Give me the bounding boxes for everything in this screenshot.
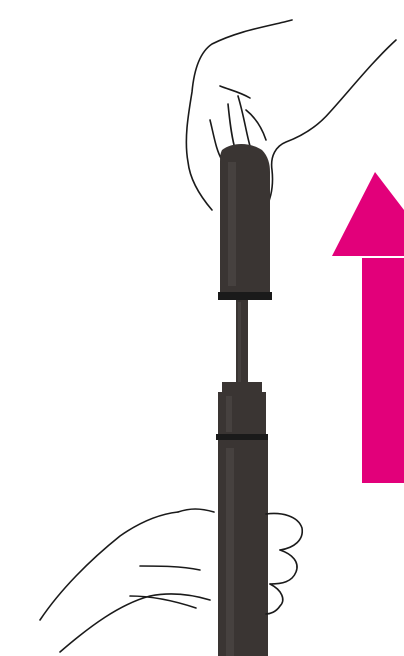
- upper-hand-icon: [186, 20, 396, 214]
- applicator-wand-icon: [236, 300, 248, 384]
- up-arrow-icon: [332, 172, 404, 483]
- tube-body-icon: [216, 382, 268, 656]
- applicator-cap-icon: [218, 144, 272, 300]
